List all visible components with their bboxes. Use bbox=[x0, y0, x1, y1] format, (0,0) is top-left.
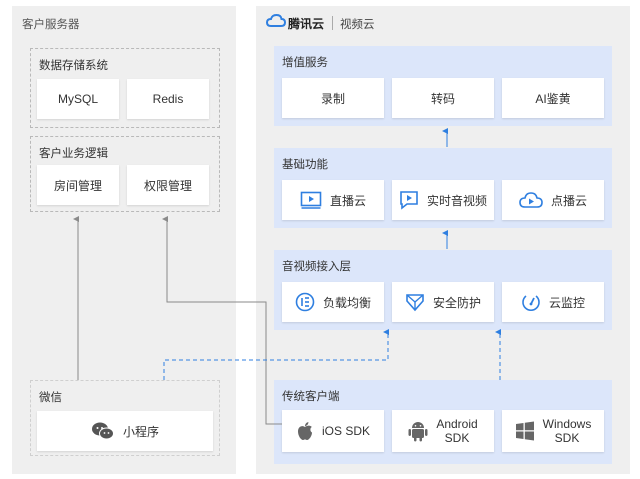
wechat-to-access-dashed-arrow bbox=[163, 329, 389, 380]
windows-icon bbox=[515, 421, 535, 441]
business-logic-title: 客户业务逻辑 bbox=[39, 148, 108, 160]
mini-program-label: 小程序 bbox=[122, 424, 159, 439]
windows-sdk-label: Windows SDK bbox=[543, 417, 592, 445]
android-sdk-line2: SDK bbox=[444, 431, 470, 445]
data-storage-group: 数据存储系统 MySQL Redis bbox=[30, 48, 220, 128]
ios-sdk-label: iOS SDK bbox=[321, 424, 370, 438]
realtime-av-card[interactable]: 实时音视频 bbox=[392, 180, 494, 220]
tencent-cloud-brand: 腾讯云 bbox=[288, 17, 325, 31]
realtime-video-icon bbox=[399, 190, 419, 210]
security-protection-card[interactable]: 安全防护 bbox=[392, 282, 494, 322]
mini-program-card[interactable]: 小程序 bbox=[37, 411, 213, 451]
live-cloud-card[interactable]: 直播云 bbox=[282, 180, 384, 220]
cloud-monitoring-label: 云监控 bbox=[548, 295, 585, 310]
basic-functions-band: 基础功能 直播云 实时音视频 点播云 bbox=[274, 148, 612, 228]
tencent-cloud-panel: 腾讯云 视频云 增值服务 录制 转码 AI鉴黄 基础功能 直播云 实时音视频 点… bbox=[256, 6, 630, 474]
tencent-cloud-logo-icon bbox=[265, 13, 287, 33]
basic-functions-title: 基础功能 bbox=[282, 159, 328, 171]
room-management-card[interactable]: 房间管理 bbox=[37, 165, 119, 205]
recording-card[interactable]: 录制 bbox=[282, 78, 384, 118]
vod-cloud-label: 点播云 bbox=[550, 193, 587, 208]
windows-sdk-card[interactable]: Windows SDK bbox=[502, 410, 604, 452]
value-added-services-band: 增值服务 录制 转码 AI鉴黄 bbox=[274, 46, 612, 126]
cloud-monitoring-card[interactable]: 云监控 bbox=[502, 282, 604, 322]
android-sdk-label: Android SDK bbox=[436, 417, 477, 445]
ios-sdk-card[interactable]: iOS SDK bbox=[282, 410, 384, 452]
mysql-card[interactable]: MySQL bbox=[37, 79, 119, 119]
windows-sdk-line1: Windows bbox=[542, 417, 592, 431]
monitor-gauge-icon bbox=[521, 292, 541, 312]
customer-server-panel: 客户服务器 数据存储系统 MySQL Redis 客户业务逻辑 房间管理 权限管… bbox=[12, 6, 236, 474]
traditional-client-band: 传统客户端 iOS SDK Android SDK Windows SDK bbox=[274, 380, 612, 464]
load-balance-icon bbox=[295, 292, 315, 312]
value-added-services-title: 增值服务 bbox=[282, 57, 328, 69]
transcoding-card[interactable]: 转码 bbox=[392, 78, 494, 118]
ios-to-logic-arrow bbox=[162, 216, 282, 425]
shield-icon bbox=[405, 292, 425, 312]
wechat-group: 微信 小程序 bbox=[30, 380, 220, 456]
load-balancing-card[interactable]: 负载均衡 bbox=[282, 282, 384, 322]
realtime-av-label: 实时音视频 bbox=[426, 193, 487, 208]
av-access-layer-title: 音视频接入层 bbox=[282, 261, 351, 273]
redis-card[interactable]: Redis bbox=[127, 79, 209, 119]
business-logic-group: 客户业务逻辑 房间管理 权限管理 bbox=[30, 136, 220, 212]
wechat-title: 微信 bbox=[39, 392, 62, 404]
apple-icon bbox=[296, 421, 314, 441]
load-balancing-label: 负载均衡 bbox=[322, 295, 371, 310]
android-icon bbox=[408, 420, 428, 442]
traditional-client-title: 传统客户端 bbox=[282, 391, 340, 403]
customer-server-title: 客户服务器 bbox=[22, 19, 80, 31]
live-play-icon bbox=[300, 191, 322, 209]
brand-divider bbox=[332, 16, 333, 30]
vod-cloud-icon bbox=[519, 191, 543, 209]
wechat-icon bbox=[91, 421, 115, 441]
data-storage-title: 数据存储系统 bbox=[39, 60, 108, 72]
android-sdk-line1: Android bbox=[436, 417, 478, 431]
android-sdk-card[interactable]: Android SDK bbox=[392, 410, 494, 452]
vod-cloud-card[interactable]: 点播云 bbox=[502, 180, 604, 220]
ai-porn-detection-card[interactable]: AI鉴黄 bbox=[502, 78, 604, 118]
video-cloud-title: 视频云 bbox=[340, 19, 375, 31]
security-protection-label: 安全防护 bbox=[432, 295, 481, 310]
permission-management-card[interactable]: 权限管理 bbox=[127, 165, 209, 205]
windows-sdk-line2: SDK bbox=[554, 431, 580, 445]
live-cloud-label: 直播云 bbox=[329, 193, 366, 208]
av-access-layer-band: 音视频接入层 负载均衡 安全防护 云监控 bbox=[274, 250, 612, 330]
